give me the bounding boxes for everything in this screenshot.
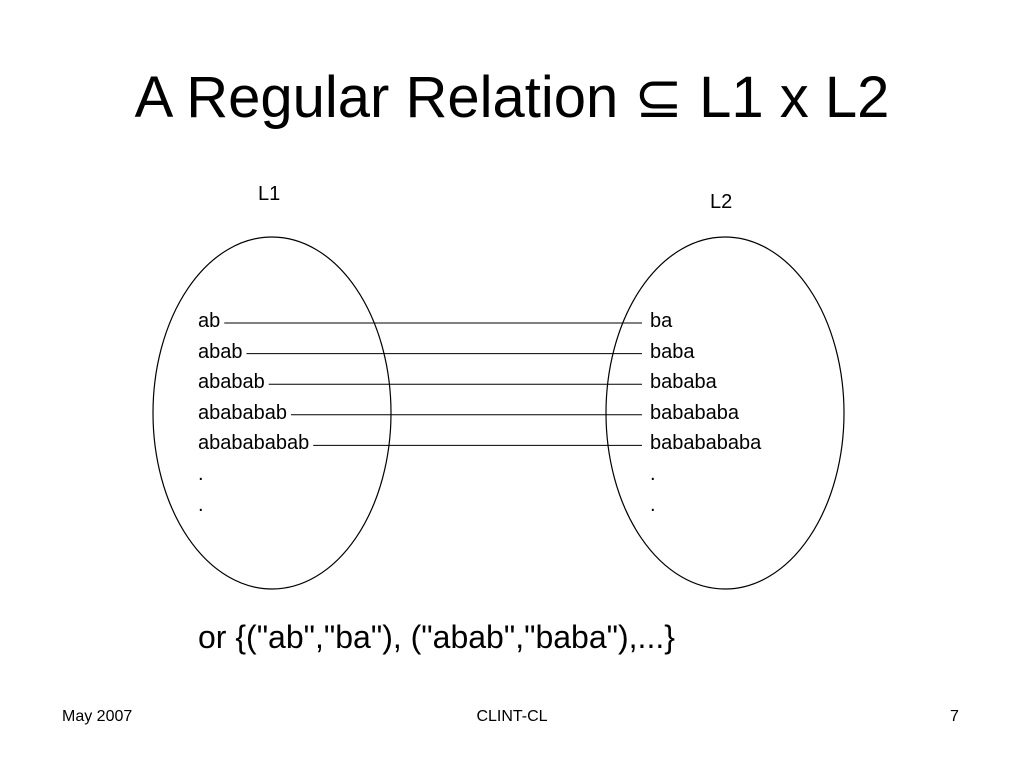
- set-l2-item: .: [650, 463, 656, 485]
- title-prefix: A Regular Relation: [134, 65, 635, 130]
- set-l2-item: .: [650, 493, 656, 516]
- slide-title: A Regular Relation ⊆ L1 x L2: [0, 58, 1024, 138]
- footer-page-number: 7: [950, 708, 959, 725]
- set-l1-item: abababab: [198, 401, 287, 424]
- set-l2-item: ba: [650, 310, 673, 332]
- set-l2-item: bababa: [650, 371, 717, 394]
- set-l2-item: babababa: [650, 401, 739, 424]
- set-l2-item: baba: [650, 340, 695, 363]
- subset-symbol: ⊆: [634, 65, 683, 130]
- set-l1-item: .: [198, 463, 204, 485]
- set-l1-item: abab: [198, 340, 243, 363]
- set-l1-item: ababab: [198, 371, 265, 394]
- relation-connectors: [224, 322, 642, 446]
- relation-set-notation: or {("ab","ba"), ("abab","baba"),...}: [198, 619, 675, 655]
- set-l1-item: .: [198, 493, 204, 516]
- set-label-l1: L1: [258, 183, 281, 205]
- set-label-l2: L2: [710, 191, 733, 213]
- set-l1-item: ababababab: [198, 432, 310, 455]
- footer-date: May 2007: [62, 708, 133, 725]
- footer-center: CLINT-CL: [476, 708, 548, 725]
- set-l2-item: bababababa: [650, 432, 762, 455]
- set-l2-ellipse: [605, 236, 845, 590]
- set-l1-item: ab: [198, 310, 221, 332]
- set-l1-ellipse: [152, 236, 392, 590]
- title-suffix: L1 x L2: [682, 65, 890, 130]
